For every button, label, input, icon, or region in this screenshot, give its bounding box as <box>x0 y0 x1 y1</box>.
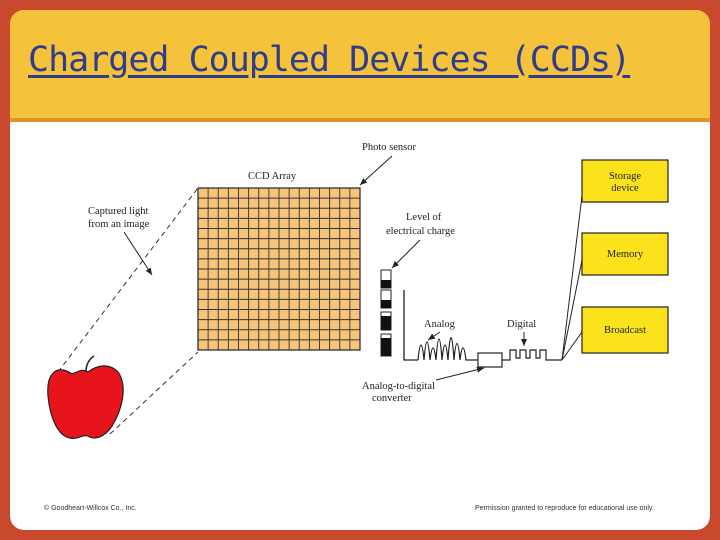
memory-label: Memory <box>607 249 644 260</box>
footer-permission: Permission granted to reproduce for educ… <box>475 505 654 512</box>
storage-label-1: Storage <box>609 171 641 182</box>
fan-line-broadcast <box>561 331 583 361</box>
storage-device-box <box>581 159 669 203</box>
fan-line-memory <box>561 259 583 361</box>
ccd-array-label: CCD Array <box>248 171 297 182</box>
adc-box <box>477 352 503 368</box>
captured-light-label-1: Captured light <box>88 206 148 217</box>
memory-box <box>581 232 669 276</box>
photo-sensor-label: Photo sensor <box>362 142 416 153</box>
slide-title: Charged Coupled Devices (CCDs) <box>28 40 631 80</box>
signal-wire <box>403 290 418 361</box>
analog-waveform <box>417 336 478 361</box>
level-label-1: Level of <box>406 212 442 223</box>
light-ray-bottom <box>109 351 199 435</box>
captured-light-label-2: from an image <box>88 219 150 230</box>
apple-image <box>47 355 124 440</box>
photo-sensor-arrow <box>359 155 393 186</box>
footer-copyright: © Goodheart-Willcox Co., Inc. <box>44 505 137 512</box>
charge-level-bars <box>380 269 392 357</box>
analog-arrow <box>427 331 441 341</box>
title-bar: Charged Coupled Devices (CCDs) <box>10 10 710 122</box>
digital-label: Digital <box>507 319 536 330</box>
light-ray-top <box>57 187 199 373</box>
storage-label-2: device <box>611 183 639 194</box>
adc-label-1: Analog-to-digital <box>362 381 435 392</box>
charge-level-arrow <box>391 239 421 269</box>
broadcast-box <box>581 306 669 354</box>
adc-arrow <box>435 366 485 381</box>
digital-waveform <box>502 349 562 361</box>
adc-label-2: converter <box>372 393 412 404</box>
broadcast-label: Broadcast <box>604 325 646 336</box>
fan-line-storage <box>561 195 583 361</box>
analog-label: Analog <box>424 319 456 330</box>
ccd-array-grid <box>197 187 361 351</box>
captured-light-arrow <box>123 231 153 276</box>
level-label-2: electrical charge <box>386 226 455 237</box>
